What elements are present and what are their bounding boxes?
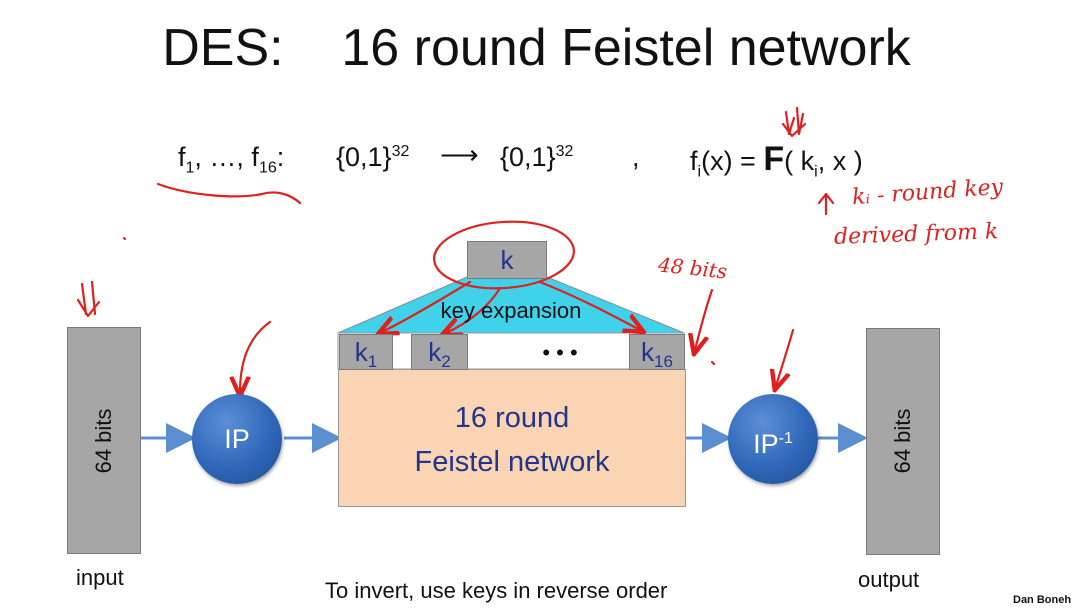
underline-functions xyxy=(156,182,302,205)
F-symbol: F xyxy=(763,140,785,178)
output-label: output xyxy=(858,567,920,592)
fi-symbol: f xyxy=(690,146,698,176)
colon: : xyxy=(276,142,285,172)
invert-note: To invert, use keys in reverse order xyxy=(325,578,668,603)
F-args-close: , x ) xyxy=(817,146,863,176)
range-exponent: 32 xyxy=(555,143,574,160)
arrow-k-to-k16 xyxy=(538,280,640,330)
output-block: 64 bits xyxy=(866,328,940,555)
round-key-pointer xyxy=(817,192,835,216)
stray-dot xyxy=(122,236,127,241)
author-credit: Dan Boneh xyxy=(1013,594,1072,606)
feistel-line-2: Feistel network xyxy=(414,446,610,478)
key-expansion-label: key expansion xyxy=(440,298,582,323)
feistel-network-box: 16 round Feistel network xyxy=(338,369,686,507)
k2-base: k xyxy=(428,337,442,367)
F-args-open: ( k xyxy=(784,146,815,176)
arrow-above-ipinv xyxy=(776,328,795,386)
f-subscript-16: 16 xyxy=(258,159,277,177)
k1-base: k xyxy=(354,337,368,367)
double-arrow-above-F xyxy=(781,106,807,138)
arrow-k-to-k2 xyxy=(446,286,502,333)
domain-set: {0,1} xyxy=(336,142,392,172)
input-block: 64 bits xyxy=(67,327,141,554)
input-bits-label: 64 bits xyxy=(91,408,116,474)
F-args-subscript: i xyxy=(814,163,818,181)
f-ellipsis: , …, f xyxy=(194,142,259,172)
input-label: input xyxy=(76,565,124,590)
round-key-k2: k2 xyxy=(411,334,468,372)
circle-around-k xyxy=(433,220,575,290)
round-key-ellipsis: • • • xyxy=(542,340,578,365)
range: {0,1}32 xyxy=(500,142,573,173)
round-key-k16: k16 xyxy=(629,334,685,372)
arrow-48-bits xyxy=(695,288,714,350)
k2-subscript: 2 xyxy=(441,352,451,372)
dot-near-k16 xyxy=(710,360,716,366)
arrow-k-to-k1 xyxy=(382,280,472,332)
ip-label: IP xyxy=(224,424,250,454)
double-arrow-above-input xyxy=(76,280,101,318)
k16-base: k xyxy=(641,337,655,367)
k16-subscript: 16 xyxy=(654,352,673,372)
fi-argument: (x) = xyxy=(701,146,764,176)
f-symbol: f xyxy=(178,142,186,172)
k1-subscript: 1 xyxy=(367,352,378,372)
round-function-definition: fi(x) = F( ki, x ) xyxy=(690,140,863,181)
initial-permutation-circle: IP xyxy=(192,394,282,484)
function-signature: f1, …, f16: xyxy=(178,142,284,177)
round-key-k1: k1 xyxy=(339,334,393,372)
slide-title: DES: 16 round Feistel network xyxy=(162,19,911,77)
feistel-line-1: 16 round xyxy=(454,402,570,434)
ipinv-exponent: -1 xyxy=(778,430,793,447)
arrow-above-ip xyxy=(240,320,272,392)
f-subscript-1: 1 xyxy=(185,159,195,177)
ipinv-label: IP xyxy=(753,429,779,459)
fi-subscript: i xyxy=(697,163,702,181)
domain-exponent: 32 xyxy=(391,143,410,160)
maps-to-arrow: ⟶ xyxy=(440,140,479,170)
inverse-permutation-circle: IP-1 xyxy=(728,394,818,484)
master-key-box: k xyxy=(467,241,547,279)
output-bits-label: 64 bits xyxy=(890,408,915,474)
domain: {0,1}32 xyxy=(336,142,409,173)
range-set: {0,1} xyxy=(500,142,556,172)
formula-comma: , xyxy=(632,142,640,172)
